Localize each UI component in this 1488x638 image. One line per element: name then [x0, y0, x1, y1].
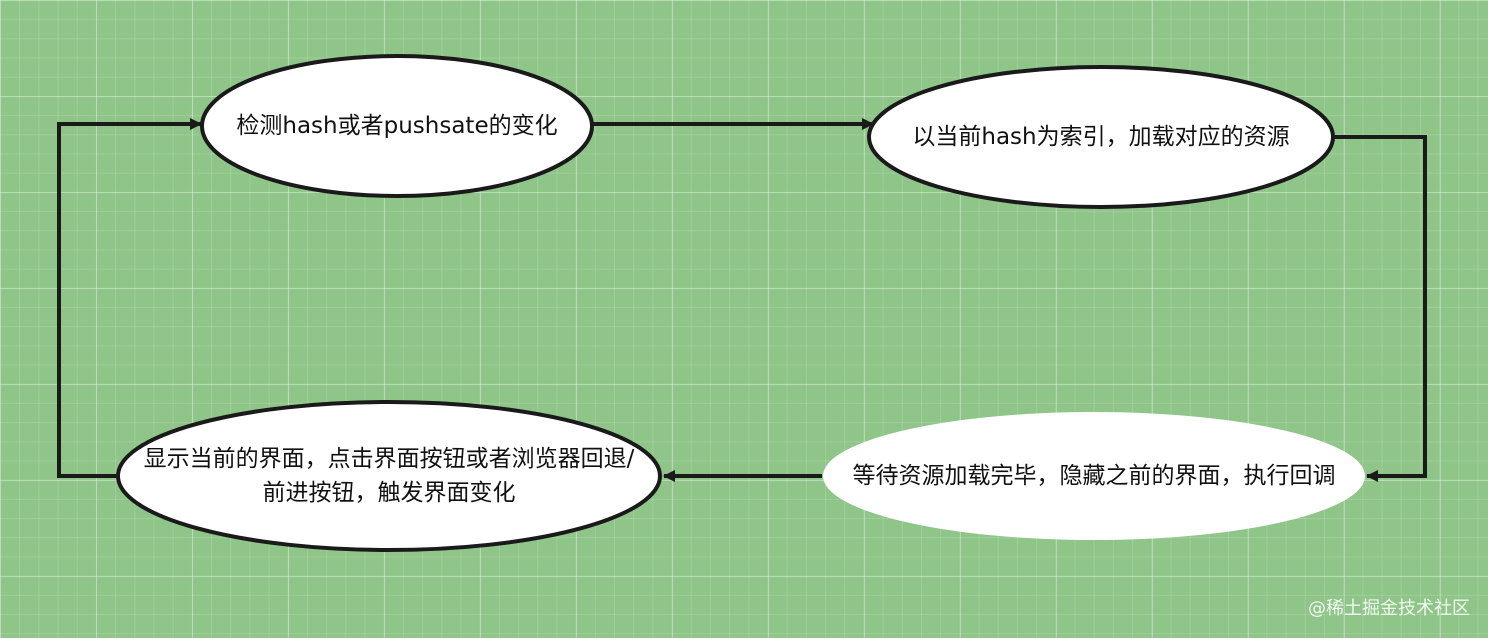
node-wait-shape[interactable] — [823, 412, 1365, 540]
node-wait-label: 等待资源加载完毕，隐藏之前的界面，执行回调 — [852, 463, 1336, 489]
node-show-label: 显示当前的界面，点击界面按钮或者浏览器回退/前进按钮，触发界面变化 — [143, 446, 635, 506]
node-detect-label: 检测hash或者pushsate的变化 — [236, 113, 558, 139]
arrow-show-to-detect — [57, 118, 202, 478]
node-detect-shape[interactable] — [200, 54, 594, 198]
watermark: @稀土掘金技术社区 — [1308, 598, 1470, 619]
arrow-load-to-wait — [1332, 135, 1427, 482]
node-load-label: 以当前hash为索引，加载对应的资源 — [912, 124, 1290, 150]
